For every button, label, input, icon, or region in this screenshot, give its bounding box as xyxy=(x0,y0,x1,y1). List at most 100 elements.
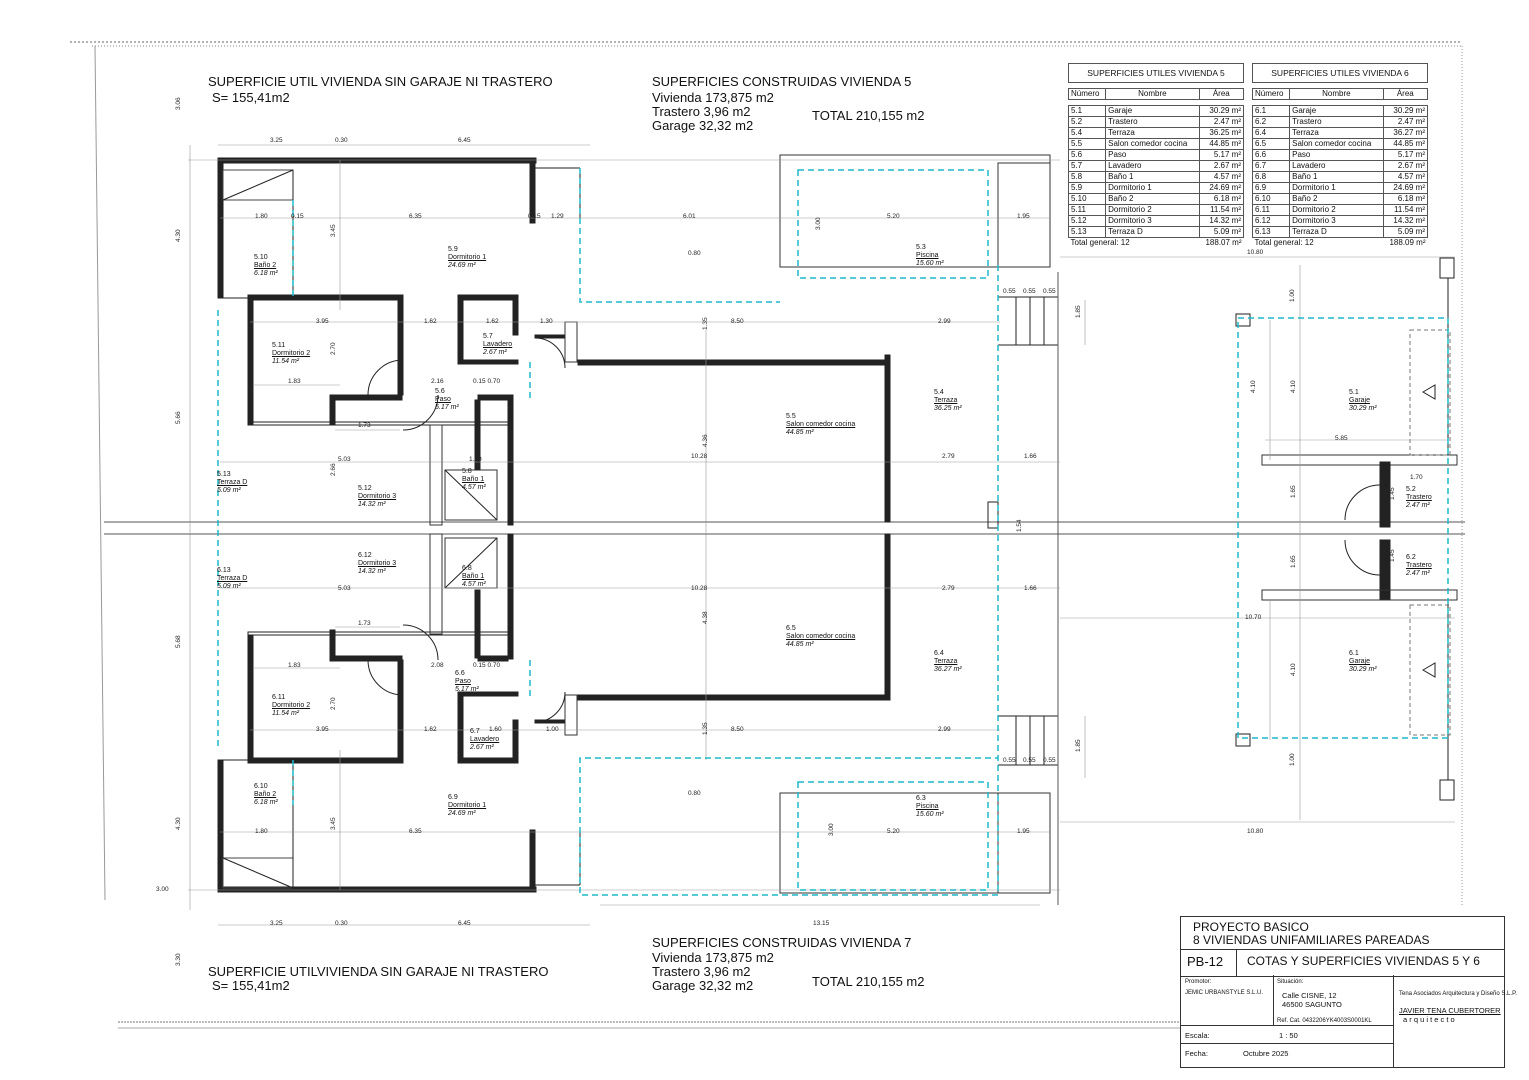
top-center-title: SUPERFICIES CONSTRUIDAS VIVIENDA 5 xyxy=(652,74,912,89)
cell: 6.2 xyxy=(1251,116,1291,128)
sheet-code: PB-12 xyxy=(1187,954,1224,969)
dimension-text: 1.65 xyxy=(1290,485,1297,498)
cell: Baño 2 xyxy=(1289,193,1384,205)
cell: Baño 2 xyxy=(1105,193,1200,205)
divider xyxy=(1393,975,1394,1067)
cell: Baño 1 xyxy=(1289,171,1384,183)
dimension-text: 1.80 xyxy=(255,828,268,835)
cell: 5.9 xyxy=(1067,182,1107,194)
cell: 5.12 xyxy=(1067,215,1107,227)
cell: Paso xyxy=(1289,149,1384,161)
cell: 6.7 xyxy=(1251,160,1291,172)
dimension-text: 0.80 xyxy=(688,250,701,257)
dimension-text: 3.45 xyxy=(330,224,337,237)
dimension-text: 3.30 xyxy=(175,953,182,966)
bottom-left-title: SUPERFICIE UTILVIVIENDA SIN GARAJE NI TR… xyxy=(208,964,549,979)
dimension-text: 1.00 xyxy=(546,726,559,733)
dimension-text: 1.54 xyxy=(1016,519,1023,532)
cell: Terraza xyxy=(1289,127,1384,139)
dimension-text: 0.55 xyxy=(1003,757,1016,764)
cell: Garaje xyxy=(1289,105,1384,117)
dimension-text: 1.60 xyxy=(489,726,502,733)
dimension-text: 1.95 xyxy=(1017,828,1030,835)
table-total-value: 188.09 m² xyxy=(1389,238,1426,247)
cell: Lavadero xyxy=(1105,160,1200,172)
cell: Dormitorio 2 xyxy=(1289,204,1384,216)
top-total: TOTAL 210,155 m2 xyxy=(812,108,925,123)
dimension-text: 5.03 xyxy=(338,585,351,592)
dimension-text: 1.66 xyxy=(1024,453,1037,460)
dimension-text: 2.99 xyxy=(938,318,951,325)
cell: Terraza xyxy=(1105,127,1200,139)
divider xyxy=(1236,950,1237,976)
cell: 5.10 xyxy=(1067,193,1107,205)
table-title: SUPERFICIES UTILES VIVIENDA 5 xyxy=(1068,63,1244,83)
dimension-text: 1.62 xyxy=(424,726,437,733)
sheet-row: PB-12 COTAS Y SUPERFICIES VIVIENDAS 5 Y … xyxy=(1181,949,1504,977)
bottom-trastero: Trastero 3,96 m2 xyxy=(652,964,751,979)
dimension-text: 1.70 xyxy=(1410,474,1423,481)
cell: 5.09 m² xyxy=(1198,226,1245,238)
cell: 6.13 xyxy=(1251,226,1291,238)
dimension-text: 2.70 xyxy=(330,697,337,710)
dimension-text: 1.35 xyxy=(702,722,709,735)
dimension-text: 0.55 xyxy=(1003,288,1016,295)
cell: 6.1 xyxy=(1251,105,1291,117)
promotor-label: Promotor: xyxy=(1185,979,1212,985)
dimension-text: 4.10 xyxy=(1290,663,1297,676)
dimension-text: 2.79 xyxy=(942,453,955,460)
cell: 11.54 m² xyxy=(1198,204,1245,216)
cell: 6.10 xyxy=(1251,193,1291,205)
cell: 5.7 xyxy=(1067,160,1107,172)
dimension-text: 3.95 xyxy=(316,318,329,325)
dimension-text: 1.45 xyxy=(1389,487,1396,500)
cell: 5.09 m² xyxy=(1382,226,1429,238)
dimension-text: 3.06 xyxy=(175,97,182,110)
architect-role: a r q u i t e c t o xyxy=(1403,1015,1455,1024)
divider xyxy=(1273,975,1274,1025)
cell: 24.69 m² xyxy=(1198,182,1245,194)
cell: 5.11 xyxy=(1067,204,1107,216)
cell: Dormitorio 3 xyxy=(1105,215,1200,227)
dimension-text: 4.30 xyxy=(175,229,182,242)
cell: 6.4 xyxy=(1251,127,1291,139)
divider xyxy=(1181,1043,1393,1044)
dimension-text: 1.80 xyxy=(255,213,268,220)
dimension-text: 0.15 xyxy=(291,213,304,220)
cell: 5.2 xyxy=(1067,116,1107,128)
cell: 44.85 m² xyxy=(1198,138,1245,150)
top-garage: Garage 32,32 m2 xyxy=(652,118,754,133)
dimension-text: 3.25 xyxy=(270,137,283,144)
cell: Terraza D xyxy=(1289,226,1384,238)
cell: 5.1 xyxy=(1067,105,1107,117)
dimension-text: 10.80 xyxy=(1247,828,1264,835)
dimension-text: 3.00 xyxy=(828,823,835,836)
cell: 6.9 xyxy=(1251,182,1291,194)
bottom-total: TOTAL 210,155 m2 xyxy=(812,974,925,989)
dimension-text: 6.45 xyxy=(458,920,471,927)
cell: 5.13 xyxy=(1067,226,1107,238)
dimension-text: 6.01 xyxy=(683,213,696,220)
dimension-text: 6.35 xyxy=(409,828,422,835)
sheet-title: COTAS Y SUPERFICIES VIVIENDAS 5 Y 6 xyxy=(1247,954,1480,968)
architect-name: JAVIER TENA CUBERTORER xyxy=(1399,1006,1501,1015)
